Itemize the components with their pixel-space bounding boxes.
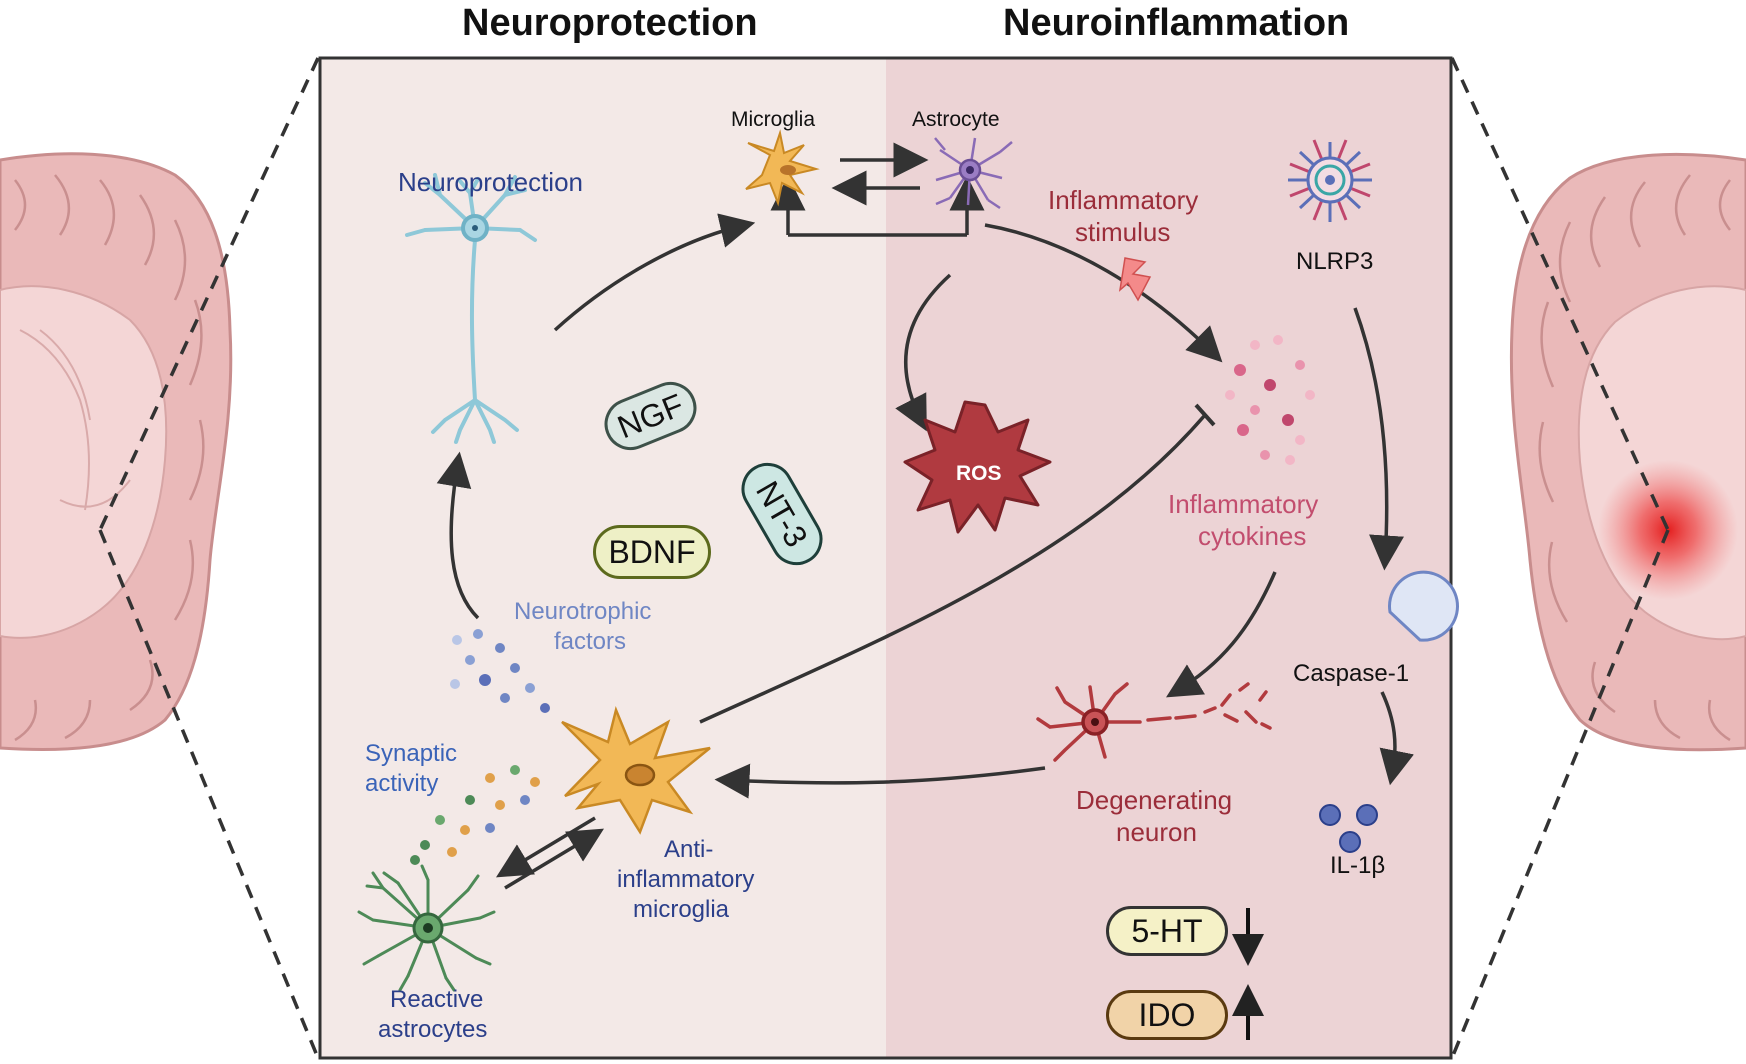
- caspase-label: Caspase-1: [1293, 660, 1410, 687]
- inflammatory-cytokines-label-line1: Inflammatory: [1168, 489, 1319, 519]
- bdnf-pill: BDNF: [593, 525, 711, 579]
- healthy-neuron: [405, 173, 537, 444]
- header-neuroprotection: Neuroprotection: [462, 2, 758, 44]
- anti-inflammatory-label-line3: microglia: [633, 896, 730, 923]
- astrocyte-cell: [934, 137, 1013, 210]
- anti-inflammatory-microglia-cell: [561, 706, 711, 835]
- degenerating-neuron: [1036, 682, 1272, 762]
- arrow-cytokines-to-neuron: [1165, 571, 1277, 698]
- reactive-astrocytes-label-line1: Reactive: [390, 986, 484, 1013]
- neurotrophic-label-line2: factors: [554, 628, 627, 655]
- arrow-caspase-to-il1b: [1379, 691, 1414, 786]
- inflammatory-stimulus-label-line2: stimulus: [1075, 217, 1171, 247]
- neuroprotection-label: Neuroprotection: [398, 167, 583, 197]
- microglia-cell: [745, 129, 820, 207]
- panel-frame: [318, 56, 1453, 1060]
- arrow-neuron-to-microglia-anti: [714, 763, 1046, 799]
- reactive-astrocytes-label-line2: astrocytes: [378, 1016, 488, 1043]
- synaptic-label-line2: activity: [365, 770, 439, 797]
- arrow-astrocytes-to-microglia: [504, 828, 605, 890]
- arrow-neuron-to-microglia: [553, 213, 756, 332]
- caspase-icon: [1388, 570, 1459, 642]
- right-brain-illustration: [1509, 152, 1746, 752]
- inflammatory-stimulus-label-line1: Inflammatory: [1048, 185, 1199, 215]
- astrocyte-label: Astrocyte: [912, 108, 1000, 131]
- arrow-to-ros: [895, 273, 952, 432]
- lightning-icon: [1118, 257, 1152, 302]
- degenerating-neuron-label-line1: Degenerating: [1076, 785, 1233, 815]
- degenerating-neuron-label-line2: neuron: [1116, 817, 1197, 847]
- synaptic-label-line1: Synaptic: [365, 740, 458, 767]
- ros-label: ROS: [956, 462, 1002, 485]
- inflammatory-cytokines-label-line2: cytokines: [1198, 521, 1307, 551]
- 5ht-pill: 5-HT: [1106, 906, 1228, 956]
- ros-burst: [903, 400, 1052, 534]
- neurotrophic-label-line1: Neurotrophic: [514, 598, 652, 625]
- anti-inflammatory-label-line2: inflammatory: [617, 866, 755, 893]
- zoom-lines: [98, 57, 1670, 1059]
- cytokine-dots: [1225, 335, 1315, 465]
- nlrp3-label: NLRP3: [1296, 248, 1374, 275]
- ido-pill: IDO: [1106, 990, 1228, 1040]
- reactive-astrocyte-cell: [357, 864, 496, 992]
- microglia-label: Microglia: [731, 108, 816, 131]
- anti-inflammatory-label-line1: Anti-: [664, 836, 714, 863]
- inhibit-line: [699, 413, 1207, 724]
- il1b-dots: [1319, 804, 1378, 853]
- neuroinflammation-panel: [886, 58, 1451, 1058]
- inhibit-bar: [1194, 403, 1216, 427]
- arrow-to-cytokines: [984, 223, 1223, 363]
- il1b-label: IL-1β: [1330, 852, 1386, 879]
- left-brain-illustration: [0, 152, 233, 752]
- pathway-arrows: [436, 142, 1414, 890]
- synaptic-dots: [410, 765, 540, 865]
- neurotrophic-dots: [450, 629, 550, 713]
- arrow-microglia-to-astrocytes: [495, 816, 596, 878]
- arrow-nlrp3-to-caspase: [1353, 307, 1404, 571]
- nlrp3-icon: [1288, 139, 1372, 222]
- arrow-factors-to-neuron: [436, 451, 480, 620]
- header-neuroinflammation: Neuroinflammation: [1003, 2, 1350, 44]
